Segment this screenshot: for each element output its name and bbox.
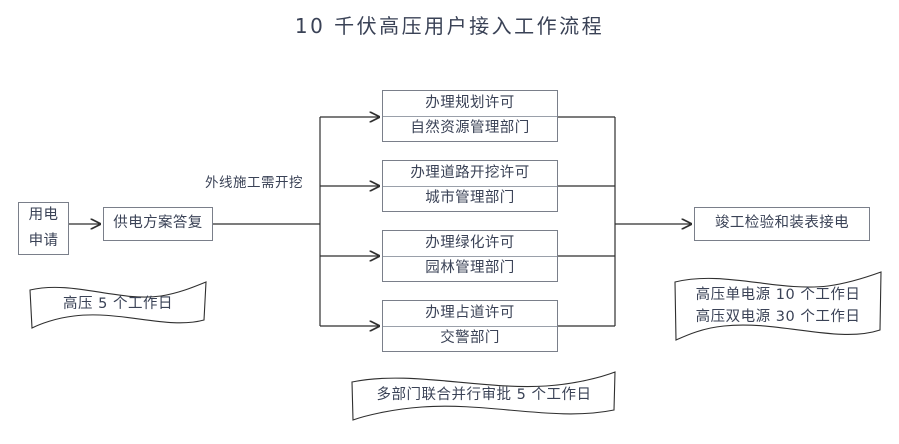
node-supply-plan-reply[interactable]: 供电方案答复 bbox=[103, 207, 213, 241]
note-high-voltage-5-days-text: 高压 5 个工作日 bbox=[28, 280, 208, 330]
note-power-supply-working-days-text: 高压单电源 10 个工作日 高压双电源 30 个工作日 bbox=[672, 270, 884, 344]
node-completion-inspection[interactable]: 竣工检验和装表接电 bbox=[694, 207, 870, 241]
node-permit-road-occupancy[interactable]: 办理占道许可 交警部门 bbox=[382, 300, 558, 352]
node-permit-planning-title: 办理规划许可 bbox=[425, 94, 515, 111]
node-permit-greening-title: 办理绿化许可 bbox=[425, 234, 515, 251]
note-power-supply-working-days: 高压单电源 10 个工作日 高压双电源 30 个工作日 bbox=[672, 270, 884, 344]
note-right-line1: 高压单电源 10 个工作日 bbox=[695, 287, 861, 304]
node-permit-greening-department: 园林管理部门 bbox=[383, 255, 557, 282]
note-multi-department-approval: 多部门联合并行审批 5 个工作日 bbox=[350, 370, 618, 422]
node-permit-road-occupancy-department: 交警部门 bbox=[383, 325, 557, 352]
node-power-application-line2: 申请 bbox=[28, 232, 59, 249]
note-multi-department-approval-text: 多部门联合并行审批 5 个工作日 bbox=[350, 370, 618, 422]
node-power-application-line1: 用电 bbox=[28, 207, 59, 224]
node-permit-road-excavation[interactable]: 办理道路开挖许可 城市管理部门 bbox=[382, 160, 558, 212]
note-bottom-line1: 多部门联合并行审批 5 个工作日 bbox=[376, 387, 592, 404]
node-power-application[interactable]: 用电 申请 bbox=[18, 202, 69, 255]
node-permit-road-occupancy-title: 办理占道许可 bbox=[425, 304, 515, 321]
page-title: 10 千伏高压用户接入工作流程 bbox=[294, 14, 605, 38]
node-permit-greening[interactable]: 办理绿化许可 园林管理部门 bbox=[382, 230, 558, 282]
node-permit-road-excavation-title: 办理道路开挖许可 bbox=[410, 164, 530, 181]
node-permit-planning-department: 自然资源管理部门 bbox=[383, 115, 557, 142]
note-left-line1: 高压 5 个工作日 bbox=[63, 296, 173, 313]
node-permit-planning[interactable]: 办理规划许可 自然资源管理部门 bbox=[382, 90, 558, 142]
node-completion-inspection-label: 竣工检验和装表接电 bbox=[714, 215, 850, 232]
node-supply-plan-reply-label: 供电方案答复 bbox=[113, 215, 203, 232]
note-high-voltage-5-days: 高压 5 个工作日 bbox=[28, 280, 208, 330]
note-right-line2: 高压双电源 30 个工作日 bbox=[695, 309, 861, 325]
edge-label-excavation: 外线施工需开挖 bbox=[203, 171, 305, 191]
node-permit-road-excavation-department: 城市管理部门 bbox=[383, 185, 557, 212]
